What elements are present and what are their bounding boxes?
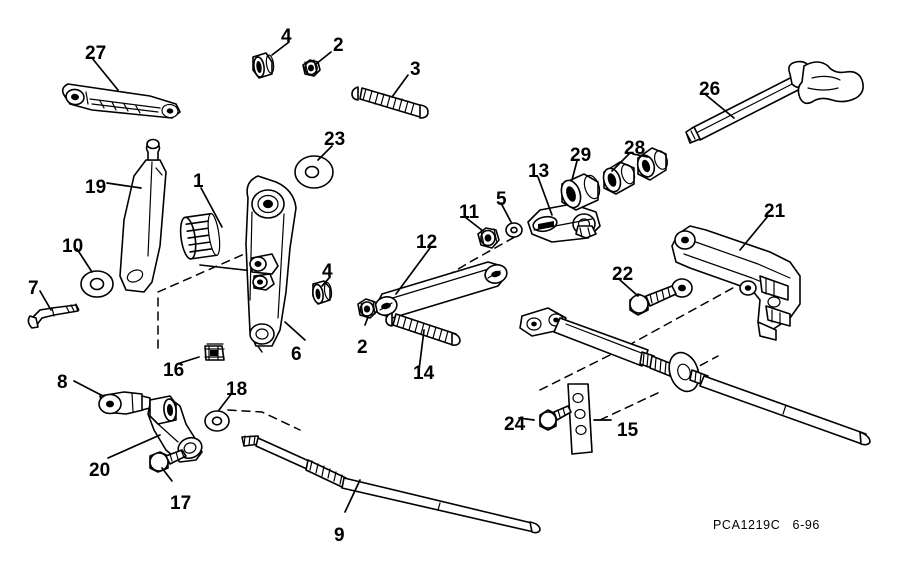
callout-control-cable: 9 <box>334 525 345 546</box>
callout-screw: 24 <box>504 414 526 435</box>
callout-mounting-bracket: 21 <box>764 201 786 222</box>
callout-flat-washer: 18 <box>226 379 248 400</box>
part-22-hex-head-screw <box>629 285 677 316</box>
callout-link-arm: 13 <box>528 161 550 182</box>
callout-connecting-link: 12 <box>416 232 438 253</box>
part-5-flat-washer <box>505 222 523 239</box>
part-17-hex-bolt <box>149 449 187 473</box>
callout-hex-bolt: 17 <box>170 493 192 514</box>
callout-bell-crank: 20 <box>89 460 111 481</box>
part-11-lock-nut <box>477 227 500 249</box>
part-21-mounting-bracket <box>671 225 801 341</box>
part-19-steering-arm <box>119 138 167 293</box>
callout-shoulder-bolt: 7 <box>28 278 39 299</box>
part-10-flat-washer <box>80 270 114 299</box>
callout-bushing-pair: 28 <box>624 138 646 159</box>
callout-coil-spring: 1 <box>193 171 204 192</box>
callout-hex-nut: 2 <box>357 337 368 358</box>
callout-lock-nut: 11 <box>459 202 480 223</box>
callout-bushing: 29 <box>570 145 592 166</box>
callout-steering-arm: 19 <box>85 177 107 198</box>
callout-bushing-sleeve: 4 <box>322 261 333 282</box>
part-27-link-rod <box>61 83 181 119</box>
callout-shift-lever: 6 <box>291 344 302 365</box>
callout-flat-washer: 23 <box>324 129 346 150</box>
part-18-flat-washer <box>204 410 230 433</box>
part-24-screw <box>539 405 572 431</box>
part-3-threaded-screw <box>351 86 429 119</box>
callout-link-rod: 27 <box>85 43 107 64</box>
callout-steering-handle: 26 <box>699 79 721 100</box>
part-7-shoulder-bolt <box>27 303 80 329</box>
part-26-steering-handle <box>685 60 864 144</box>
callout-leader-lines <box>39 41 769 513</box>
callout-link-connector: 8 <box>57 372 68 393</box>
shaft-assembly <box>519 307 871 446</box>
part-28-bushing-left <box>602 161 636 195</box>
part-23-flat-washer <box>294 155 334 191</box>
part-8-link-connector <box>98 391 151 415</box>
drawing-code-label: PCA1219C 6-96 <box>713 518 820 532</box>
part-16-retainer-clip <box>204 343 225 361</box>
part-6-shift-lever <box>245 175 297 347</box>
callout-threaded-screw: 14 <box>413 363 435 384</box>
part-4a-bushing-sleeve <box>252 52 275 79</box>
callout-hex-nut: 2 <box>333 35 344 56</box>
part-4b-bushing-sleeve <box>312 280 333 305</box>
callout-retainer-clip: 16 <box>163 360 185 381</box>
part-15-anchor-plate <box>567 383 593 455</box>
callout-bushing-sleeve: 4 <box>281 26 292 47</box>
part-29-bushing <box>560 173 601 211</box>
part-2b-hex-nut <box>357 298 378 319</box>
callout-hex-head-screw: 22 <box>612 264 634 285</box>
part-9-control-cable <box>241 435 541 534</box>
callout-threaded-screw: 3 <box>410 59 421 80</box>
callout-flat-washer: 5 <box>496 189 507 210</box>
part-12-connecting-link <box>374 261 508 319</box>
callout-flat-washer: 10 <box>62 236 84 257</box>
part-2a-hex-nut <box>302 59 321 77</box>
part-13-link-arm <box>527 203 601 243</box>
callout-anchor-plate: 15 <box>617 420 639 441</box>
